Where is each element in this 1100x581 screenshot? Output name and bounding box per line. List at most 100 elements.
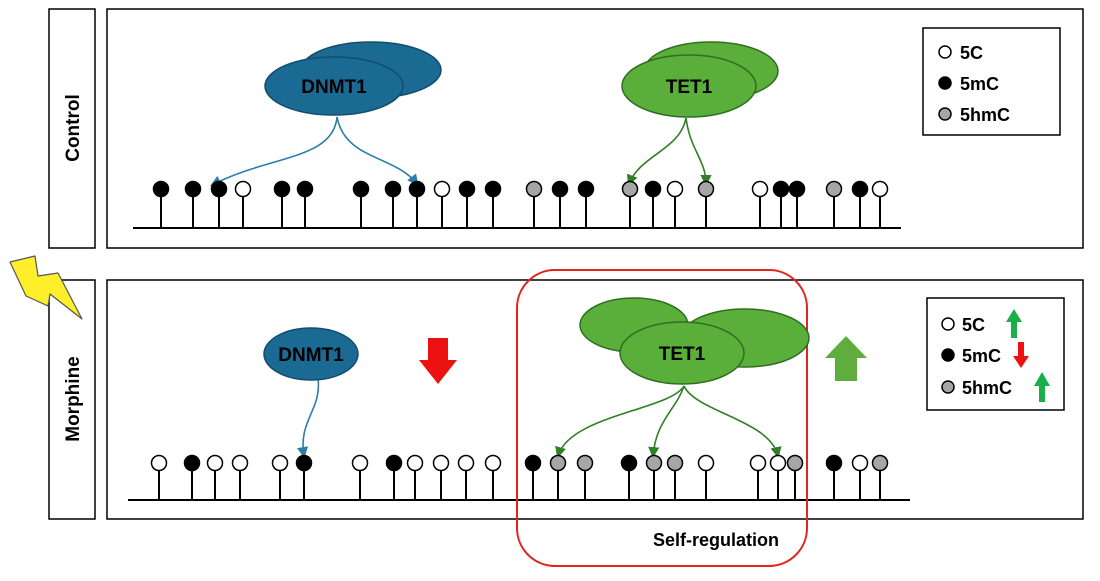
control-tet1-arrow-left — [626, 117, 687, 187]
morphine-dnmt1-label: DNMT1 — [278, 345, 344, 366]
control-legend: 5C 5mC 5hmC — [922, 27, 1061, 136]
morphine-cpg-site-5c — [271, 454, 289, 500]
cpg-head-5c — [697, 454, 715, 472]
cpg-head-5c — [406, 454, 424, 472]
morphine-cpg-site-5c — [432, 454, 450, 500]
legend-5hmc-swatch — [938, 107, 952, 121]
cpg-head-5mc — [152, 180, 170, 198]
control-cpg-site-5mc — [458, 180, 476, 228]
morphine-tet1-label: TET1 — [659, 344, 706, 365]
control-cpg-site-5mc — [644, 180, 662, 228]
cpg-head-5mc — [273, 180, 291, 198]
cpg-head-5mc — [484, 180, 502, 198]
control-cpg-site-5hmc — [825, 180, 843, 228]
cpg-head-5mc — [577, 180, 595, 198]
morphine-cpg-site-5c — [150, 454, 168, 500]
cpg-head-5hmc — [697, 180, 715, 198]
cpg-head-5c — [871, 180, 889, 198]
morphine-cpg-site-5mc — [524, 454, 542, 500]
cpg-head-5mc — [295, 454, 313, 472]
control-cpg-site-5mc — [384, 180, 402, 228]
morphine-cpg-site-5hmc — [549, 454, 567, 500]
control-cpg-site-5c — [433, 180, 451, 228]
legend-5mc-label: 5mC — [960, 74, 999, 94]
cpg-head-5hmc — [871, 454, 889, 472]
control-cpg-site-5mc — [408, 180, 426, 228]
cpg-head-5hmc — [525, 180, 543, 198]
control-cpg-site-5mc — [851, 180, 869, 228]
cpg-head-5hmc — [666, 454, 684, 472]
morphine-legend: 5C 5mC 5hmC — [926, 297, 1065, 411]
morphine-cpg-site-5c — [484, 454, 502, 500]
control-side-label: Control — [48, 8, 96, 249]
cpg-head-5mc — [210, 180, 228, 198]
legend-5hmc-swatch — [941, 380, 955, 394]
cpg-head-5c — [769, 454, 787, 472]
control-panel — [106, 8, 1084, 249]
morphine-cpg-site-5mc — [385, 454, 403, 500]
dnmt1-decrease-arrow-icon — [419, 338, 457, 384]
cpg-head-5c — [206, 454, 224, 472]
legend-5c-label: 5C — [962, 315, 985, 335]
self-regulation-region — [516, 269, 808, 567]
cpg-head-5c — [666, 180, 684, 198]
morphine-tet1-enzyme: TET1 — [579, 297, 810, 385]
morphine-side-label: Morphine — [48, 279, 96, 520]
legend-5hmc-label: 5hmC — [960, 105, 1010, 125]
morphine-cpg-site-5c — [206, 454, 224, 500]
cpg-head-5mc — [385, 454, 403, 472]
control-cpg-site-5mc — [352, 180, 370, 228]
cpg-head-5c — [751, 180, 769, 198]
morphine-cpg-site-5hmc — [871, 454, 889, 500]
cpg-head-5c — [150, 454, 168, 472]
cpg-head-5mc — [644, 180, 662, 198]
morphine-cpg-sites — [150, 454, 889, 500]
control-tet1-arrow-right — [685, 117, 712, 187]
legend-5c-swatch — [941, 317, 955, 331]
morphine-cpg-site-5hmc — [786, 454, 804, 500]
cpg-head-5mc — [408, 180, 426, 198]
control-cpg-site-5mc — [577, 180, 595, 228]
cpg-head-5hmc — [786, 454, 804, 472]
control-cpg-site-5mc — [273, 180, 291, 228]
cpg-head-5mc — [352, 180, 370, 198]
morphine-label: Morphine — [63, 356, 84, 442]
morphine-cpg-site-5c — [749, 454, 767, 500]
control-cpg-site-5mc — [184, 180, 202, 228]
cpg-head-5c — [457, 454, 475, 472]
self-regulation-label: Self-regulation — [653, 530, 779, 550]
morphine-tet1-arrow-center — [648, 385, 685, 459]
control-tet1-enzyme: TET1 — [621, 41, 779, 118]
cpg-head-5c — [432, 454, 450, 472]
control-dnmt1-enzyme: DNMT1 — [264, 41, 442, 116]
control-cpg-sites — [152, 180, 889, 228]
morphine-cpg-site-5c — [769, 454, 787, 500]
control-cpg-site-5mc — [152, 180, 170, 228]
morphine-cpg-site-5mc — [620, 454, 638, 500]
legend-5mc-swatch — [938, 76, 952, 90]
5c-increase-arrow-icon — [1006, 309, 1022, 338]
control-cpg-site-5c — [871, 180, 889, 228]
control-cpg-site-5hmc — [525, 180, 543, 228]
control-tet1-label: TET1 — [666, 77, 713, 98]
control-dnmt1-arrow-left — [210, 116, 338, 187]
cpg-head-5mc — [524, 454, 542, 472]
lightning-bolt-icon — [9, 255, 83, 320]
cpg-head-5c — [851, 454, 869, 472]
morphine-cpg-site-5c — [231, 454, 249, 500]
control-cpg-site-5hmc — [697, 180, 715, 228]
control-dnmt1-arrow-right — [336, 116, 419, 186]
legend-5c-swatch — [938, 45, 952, 59]
cpg-head-5hmc — [549, 454, 567, 472]
legend-5hmc-label: 5hmC — [962, 378, 1012, 398]
control-cpg-site-5c — [751, 180, 769, 228]
cpg-head-5mc — [458, 180, 476, 198]
morphine-cpg-site-5c — [406, 454, 424, 500]
cpg-head-5c — [351, 454, 369, 472]
control-cpg-site-5mc — [296, 180, 314, 228]
morphine-cpg-site-5hmc — [645, 454, 663, 500]
cpg-head-5hmc — [825, 180, 843, 198]
morphine-panel — [106, 279, 1084, 520]
cpg-head-5mc — [184, 180, 202, 198]
